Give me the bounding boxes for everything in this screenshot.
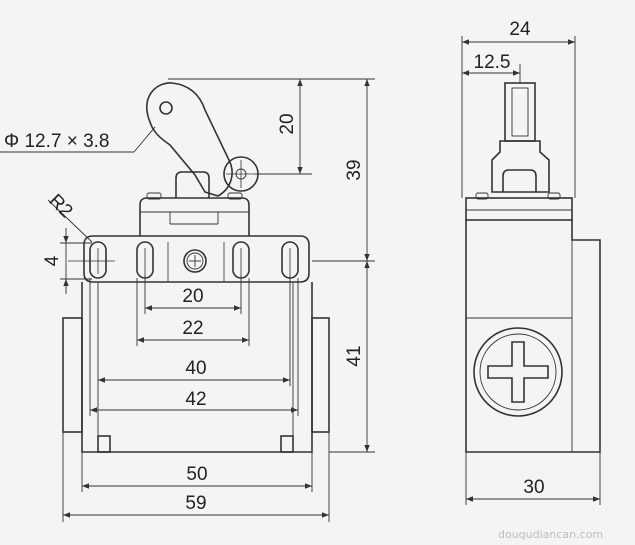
dim-24: 24	[461, 19, 576, 198]
dim-42-label: 42	[185, 389, 206, 410]
cross-screw-icon	[487, 341, 549, 403]
lever-height-label: 20	[277, 113, 298, 134]
dim-41-label: 41	[344, 345, 365, 366]
dim-50-label: 50	[186, 464, 207, 485]
dim-22: 22	[136, 278, 250, 346]
hole-width-label: 4	[42, 255, 63, 266]
side-view: 24 12.5 30	[461, 19, 601, 505]
dim-20: 20	[144, 274, 242, 314]
dim-12-5-label: 12.5	[474, 52, 511, 73]
dim-40: 40	[98, 274, 291, 386]
radius-callout: R2	[45, 190, 93, 243]
dim-20-label: 20	[182, 286, 203, 307]
dim-30: 30	[465, 452, 601, 505]
side-cap	[465, 192, 573, 221]
dim-59-label: 59	[185, 493, 206, 514]
plunger	[175, 171, 210, 198]
side-lever-arm	[491, 140, 550, 193]
side-body	[465, 220, 601, 453]
side-plunger	[502, 169, 537, 192]
slot-centerlines	[68, 248, 291, 274]
dim-12-5: 12.5	[462, 52, 520, 76]
dim-30-label: 30	[523, 477, 544, 498]
dim-50: 50	[81, 452, 313, 492]
dim-59: 59	[62, 432, 330, 522]
side-roller	[504, 64, 536, 142]
dim-lever-height: 20	[168, 78, 312, 175]
dim-39-label: 39	[344, 159, 365, 180]
cover-screw	[183, 249, 207, 273]
roller-callout: Φ 12.7 × 3.8	[0, 126, 156, 153]
dim-41: 41	[329, 261, 375, 453]
dim-39: 39	[312, 78, 375, 262]
hole-dimension: 4	[42, 228, 92, 294]
front-view: Φ 12.7 × 3.8 R2 4 20 39	[0, 78, 375, 522]
radius-label: R2	[45, 190, 77, 222]
top-cap	[139, 192, 250, 236]
dim-22-label: 22	[182, 318, 203, 339]
mounting-flange	[83, 235, 310, 283]
dim-42: 42	[89, 278, 299, 416]
roller-lever	[145, 82, 259, 197]
dim-24-label: 24	[509, 19, 531, 40]
watermark: douqudiancan.com	[498, 528, 603, 541]
roller-size-label: Φ 12.7 × 3.8	[4, 131, 109, 152]
dim-40-label: 40	[185, 358, 206, 379]
